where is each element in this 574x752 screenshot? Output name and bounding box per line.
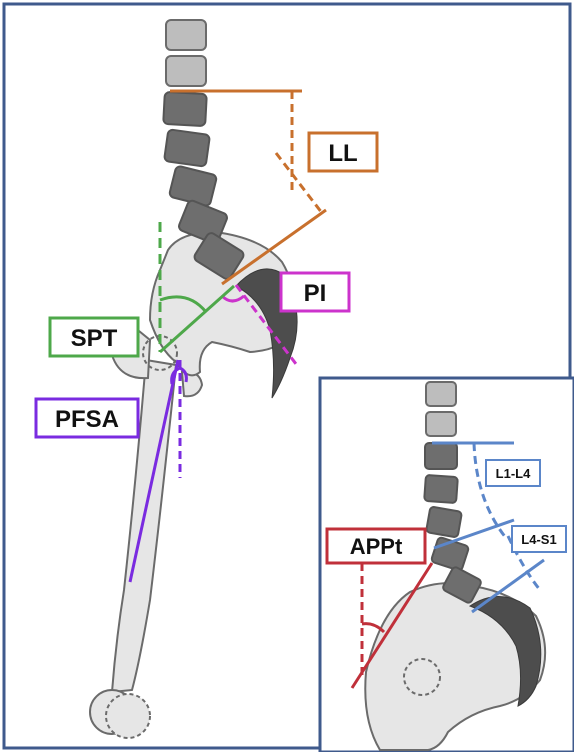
l4-s1-label: L4-S1 (521, 532, 556, 547)
appt-label-box: APPt (327, 529, 425, 563)
spt-label: SPT (71, 325, 118, 352)
spt-label-box: SPT (50, 318, 138, 356)
inset-vertebra-l1 (425, 443, 457, 469)
inset-vertebra-2 (426, 412, 456, 436)
inset-vertebra-l2 (424, 475, 458, 503)
l1-l4-label: L1-L4 (496, 466, 531, 481)
pfsa-label-box: PFSA (36, 399, 138, 437)
femur-condyle-2 (106, 694, 150, 738)
pi-label: PI (304, 280, 327, 307)
l1-l4-label-box: L1-L4 (486, 460, 540, 486)
l4-s1-label-box: L4-S1 (512, 526, 566, 552)
pi-label-box: PI (281, 273, 349, 311)
vertebra-t12 (166, 56, 206, 86)
vertebra-t11 (166, 20, 206, 50)
vertebra-l2 (164, 129, 210, 167)
inset-panel: APPt L1-L4 L4-S1 (320, 378, 574, 752)
pfsa-label: PFSA (55, 406, 119, 433)
appt-label: APPt (350, 534, 403, 559)
ll-label: LL (328, 140, 357, 167)
ll-label-box: LL (309, 133, 377, 171)
inset-vertebra-l3 (426, 506, 462, 537)
vertebra-l1 (163, 92, 207, 126)
inset-vertebra-1 (426, 382, 456, 406)
